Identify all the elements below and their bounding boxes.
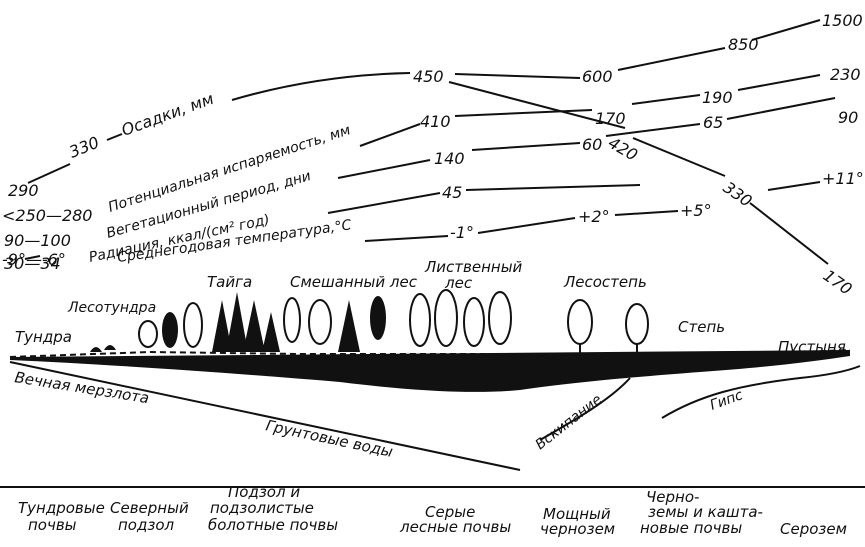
precip-down-value-2: 330 xyxy=(720,178,756,211)
radiation-line xyxy=(327,181,821,214)
tree-icon xyxy=(370,296,386,340)
zone-mixed-forest: Смешанный лес xyxy=(290,273,418,291)
evap-left-value: <250—280 xyxy=(2,206,92,225)
soil-2-line3: болотные почвы xyxy=(208,516,338,534)
deciduous-tree-icon xyxy=(488,291,512,345)
veg-left-value: 90—100 xyxy=(4,231,71,250)
evap-value-4: 230 xyxy=(830,65,861,84)
temp-value-3: +5° xyxy=(680,201,712,220)
evaporation-line xyxy=(359,74,821,147)
veg-value-1: 140 xyxy=(434,149,465,168)
zone-labels: Тундра Лесотундра Тайга Смешанный лес Ли… xyxy=(15,258,846,356)
conifer-icon xyxy=(212,300,232,352)
conifer-icon xyxy=(243,300,265,352)
precipitation-line xyxy=(27,19,829,265)
soil-0-line2: почвы xyxy=(28,516,77,534)
conifer-icon xyxy=(338,300,360,352)
precip-value-4: 1500 xyxy=(822,11,863,30)
soil-4-line2: чернозем xyxy=(540,520,615,538)
temp-value-1: -1° xyxy=(450,223,474,242)
groundwater-label: Грунтовые воды xyxy=(264,416,394,461)
temperature-line xyxy=(24,210,679,260)
deciduous-tree-icon xyxy=(409,293,431,347)
soil-2-line1: Подзол и xyxy=(228,483,300,501)
evap-value-2: 170 xyxy=(595,109,626,128)
permafrost-label: Вечная мерзлота xyxy=(13,368,150,407)
zone-deciduous-1: Лиственный xyxy=(424,258,523,276)
soil-3-line2: лесные почвы xyxy=(399,518,511,536)
soil-types: Тундровые почвы Северный подзол Подзол и… xyxy=(18,483,847,538)
zone-deciduous-2: лес xyxy=(444,274,473,292)
precip-value-3: 850 xyxy=(728,35,759,54)
vegetation-silhouettes xyxy=(90,289,649,356)
precip-left-value: 290 xyxy=(8,181,39,200)
precip-value-1: 450 xyxy=(413,67,444,86)
rad-value-2: +11° xyxy=(822,169,864,188)
precip-value-2: 600 xyxy=(582,67,613,86)
precip-down-value-3: 170 xyxy=(820,266,856,299)
evap-value-1: 410 xyxy=(420,112,451,131)
tree-icon xyxy=(162,312,178,348)
zone-forest-steppe: Лесостепь xyxy=(563,273,647,291)
deciduous-tree-icon xyxy=(625,303,649,345)
rad-value-1: 45 xyxy=(442,183,462,202)
soil-3-line1: Серые xyxy=(425,503,475,521)
precip-title: Осадки, мм xyxy=(119,89,216,140)
soil-5-line3: новые почвы xyxy=(640,519,742,537)
vegetation-period-line xyxy=(337,97,836,179)
zone-taiga: Тайга xyxy=(207,273,252,291)
soil-1-line2: подзол xyxy=(118,516,175,534)
shrub-icon xyxy=(90,345,116,352)
soil-6-line1: Серозем xyxy=(780,520,847,538)
soil-0-line1: Тундровые xyxy=(18,499,105,517)
temp-value-2: +2° xyxy=(578,207,610,226)
boiling-label: Вскипание xyxy=(533,392,605,454)
shrub-icon xyxy=(138,320,158,348)
tree-icon xyxy=(183,302,203,348)
veg-value-3: 65 xyxy=(703,113,723,132)
soil-5-line1: Черно- xyxy=(646,488,699,506)
veg-value-4: 90 xyxy=(838,108,858,127)
soil-2-line2: подзолистые xyxy=(210,499,314,517)
soil-profile xyxy=(9,349,861,471)
deciduous-tree-icon xyxy=(434,289,458,347)
deciduous-tree-icon xyxy=(283,297,301,343)
precip-left2-value: 330 xyxy=(66,133,101,162)
deciduous-tree-icon xyxy=(463,297,485,347)
conifer-icon xyxy=(262,312,280,352)
soil-5-line2: земы и кашта- xyxy=(648,503,763,521)
precip-down-value-1: 420 xyxy=(605,133,641,165)
soil-4-line1: Мощный xyxy=(543,505,611,523)
conifer-icon xyxy=(226,292,248,352)
gypsum-label: Гипс xyxy=(708,387,745,414)
veg-value-2: 60 xyxy=(582,135,602,154)
temp-left-value: -9°—-6° xyxy=(2,250,66,269)
deciduous-tree-icon xyxy=(308,299,332,345)
zone-lesotundra: Лесотундра xyxy=(67,300,156,316)
zone-steppe: Степь xyxy=(678,318,725,336)
evap-value-3: 190 xyxy=(702,88,733,107)
zone-tundra: Тундра xyxy=(15,328,72,346)
deciduous-tree-icon xyxy=(567,299,593,345)
rad-left-value: 30—34 xyxy=(4,254,61,273)
soil-1-line1: Северный xyxy=(110,499,189,517)
